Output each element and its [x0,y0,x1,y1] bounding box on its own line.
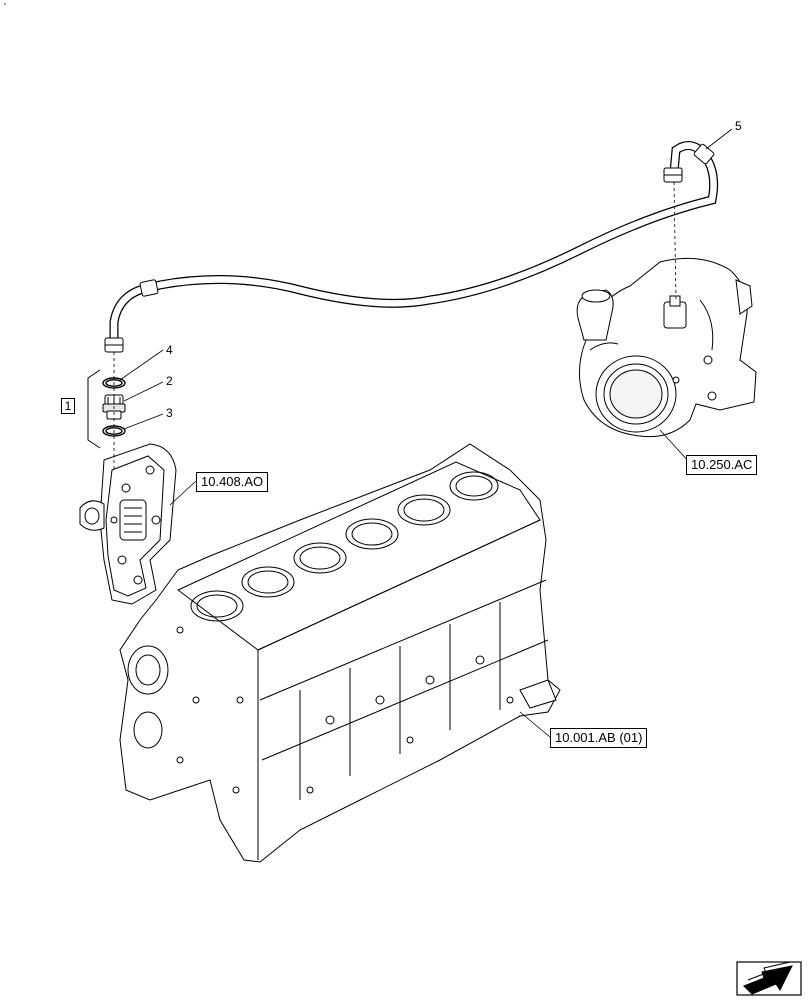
turbocharger [576,257,757,438]
cylinder-bores [190,471,499,622]
front-timing-cover [79,443,177,605]
callout-item-2: 2 [166,374,173,388]
callout-item-1-box: 1 [61,398,75,414]
block-bolt-holes [176,626,514,794]
engine-block [119,443,561,863]
callout-leaders [119,128,733,738]
reference-front-cover-link[interactable]: 10.408.AO [196,472,269,492]
assembly-centerlines [113,181,677,470]
callout-item-4: 4 [166,343,173,357]
corner-mark: · [3,0,7,10]
pipe-fittings [104,143,715,353]
callout-item-5: 5 [735,119,742,133]
block-ribs [299,602,501,800]
adapter-fitting-item-2 [102,394,126,420]
next-page-arrow-icon[interactable] [736,961,802,996]
kit-bracket [87,369,101,449]
callout-item-3: 3 [166,406,173,420]
reference-engine-block-link[interactable]: 10.001.AB (01) [550,728,648,748]
reference-turbocharger-link[interactable]: 10.250.AC [686,455,758,475]
